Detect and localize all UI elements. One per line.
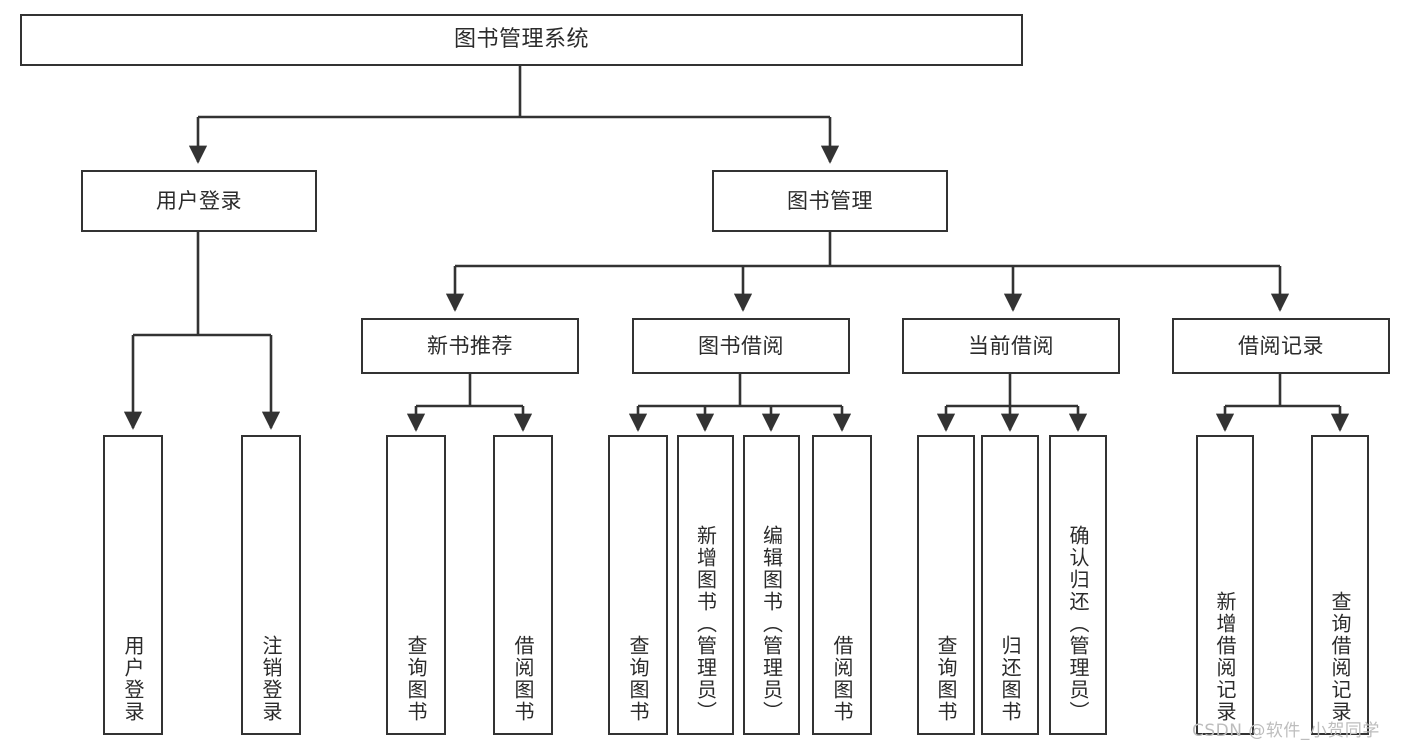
node-user-login[interactable]: 用户登录	[81, 170, 317, 232]
leaf-borrow-query-book-label: 查询图书	[626, 635, 650, 723]
node-book-borrow-label: 图书借阅	[698, 333, 784, 358]
leaf-current-query-book-label: 查询图书	[934, 635, 958, 723]
leaf-borrow-borrow-book-label: 借阅图书	[830, 635, 854, 723]
node-book-borrow[interactable]: 图书借阅	[632, 318, 850, 374]
leaf-current-confirm-return-label: 确认归还（管理员）	[1066, 525, 1090, 723]
node-current-borrow-label: 当前借阅	[968, 333, 1054, 358]
leaf-new-book-borrow[interactable]: 借阅图书	[493, 435, 553, 735]
node-root[interactable]: 图书管理系统	[20, 14, 1023, 66]
node-borrow-records[interactable]: 借阅记录	[1172, 318, 1390, 374]
node-book-management-label: 图书管理	[787, 188, 873, 213]
leaf-current-confirm-return[interactable]: 确认归还（管理员）	[1049, 435, 1107, 735]
leaf-current-return-book[interactable]: 归还图书	[981, 435, 1039, 735]
watermark-text: CSDN @软件_小贺同学	[1192, 721, 1380, 741]
leaf-user-login-login[interactable]: 用户登录	[103, 435, 163, 735]
leaf-user-login-login-label: 用户登录	[121, 635, 145, 723]
leaf-user-login-logout-label: 注销登录	[259, 635, 283, 723]
leaf-records-query-record[interactable]: 查询借阅记录	[1311, 435, 1369, 735]
leaf-records-query-record-label: 查询借阅记录	[1328, 591, 1352, 723]
node-user-login-label: 用户登录	[156, 188, 242, 213]
leaf-new-book-borrow-label: 借阅图书	[511, 635, 535, 723]
leaf-borrow-add-book-label: 新增图书（管理员）	[693, 525, 718, 723]
leaf-borrow-edit-book-label: 编辑图书（管理员）	[759, 525, 784, 723]
leaf-borrow-add-book[interactable]: 新增图书（管理员）	[677, 435, 734, 735]
node-new-book-recommend-label: 新书推荐	[427, 333, 513, 358]
leaf-borrow-query-book[interactable]: 查询图书	[608, 435, 668, 735]
node-book-management[interactable]: 图书管理	[712, 170, 948, 232]
leaf-records-add-record-label: 新增借阅记录	[1213, 591, 1237, 723]
node-new-book-recommend[interactable]: 新书推荐	[361, 318, 579, 374]
leaf-borrow-borrow-book[interactable]: 借阅图书	[812, 435, 872, 735]
node-root-label: 图书管理系统	[453, 27, 589, 53]
leaf-user-login-logout[interactable]: 注销登录	[241, 435, 301, 735]
leaf-records-add-record[interactable]: 新增借阅记录	[1196, 435, 1254, 735]
node-borrow-records-label: 借阅记录	[1238, 333, 1324, 358]
leaf-new-book-query[interactable]: 查询图书	[386, 435, 446, 735]
node-current-borrow[interactable]: 当前借阅	[902, 318, 1120, 374]
leaf-new-book-query-label: 查询图书	[404, 635, 428, 723]
leaf-current-query-book[interactable]: 查询图书	[917, 435, 975, 735]
leaf-borrow-edit-book[interactable]: 编辑图书（管理员）	[743, 435, 800, 735]
leaf-current-return-book-label: 归还图书	[998, 635, 1022, 723]
